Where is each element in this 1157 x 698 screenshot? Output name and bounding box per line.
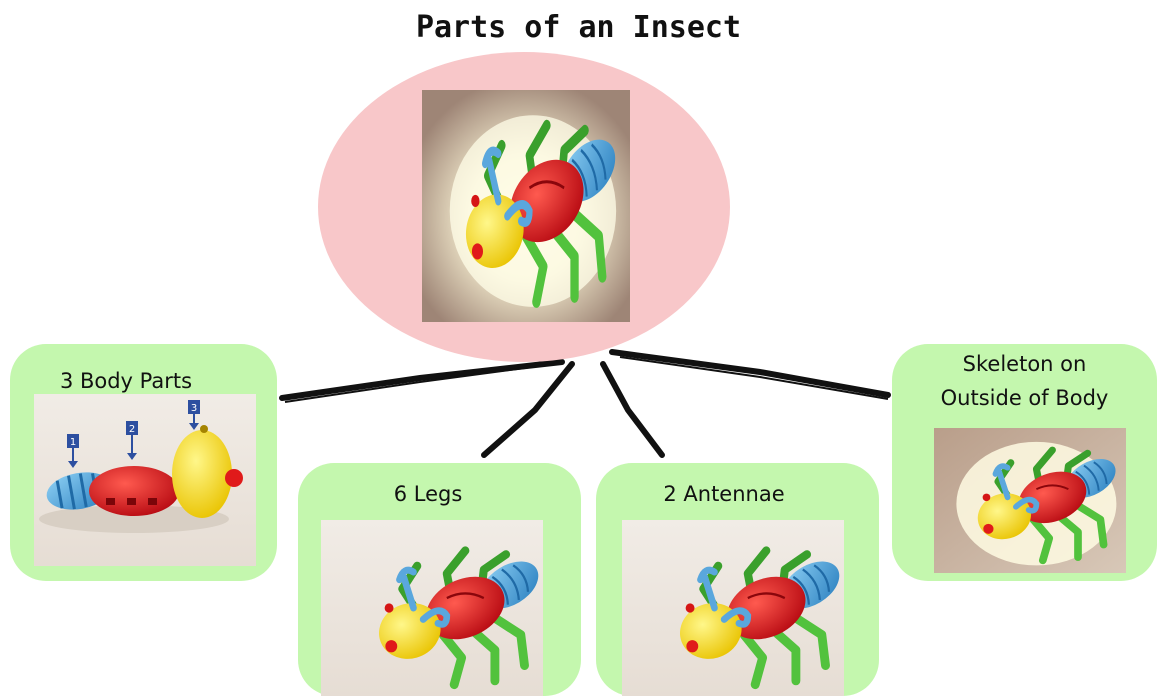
card-antennae: 2 Antennae <box>596 463 879 696</box>
card-label-body-parts: 3 Body Parts <box>26 366 226 397</box>
insect-main-photo <box>422 90 630 322</box>
card-label-skeleton-line1: Skeleton on <box>892 349 1157 380</box>
card-label-antennae: 2 Antennae <box>624 479 824 510</box>
body-parts-photo: 1 2 3 <box>34 394 256 566</box>
antennae-photo <box>622 520 844 696</box>
legs-photo <box>321 520 543 696</box>
connector-legs <box>484 364 572 455</box>
connector-antennae <box>603 364 662 455</box>
card-body-parts: 3 Body Parts 1 <box>10 344 277 581</box>
card-legs: 6 Legs <box>298 463 581 696</box>
card-label-skeleton-line2: Outside of Body <box>892 383 1157 414</box>
skeleton-photo <box>934 428 1126 573</box>
svg-text:1: 1 <box>70 437 76 448</box>
card-label-legs: 6 Legs <box>328 479 528 510</box>
card-skeleton: Skeleton on Outside of Body <box>892 344 1157 581</box>
svg-text:3: 3 <box>191 403 197 414</box>
svg-text:2: 2 <box>129 424 135 435</box>
connector-body-parts <box>282 362 562 398</box>
connector-skeleton <box>612 352 888 395</box>
